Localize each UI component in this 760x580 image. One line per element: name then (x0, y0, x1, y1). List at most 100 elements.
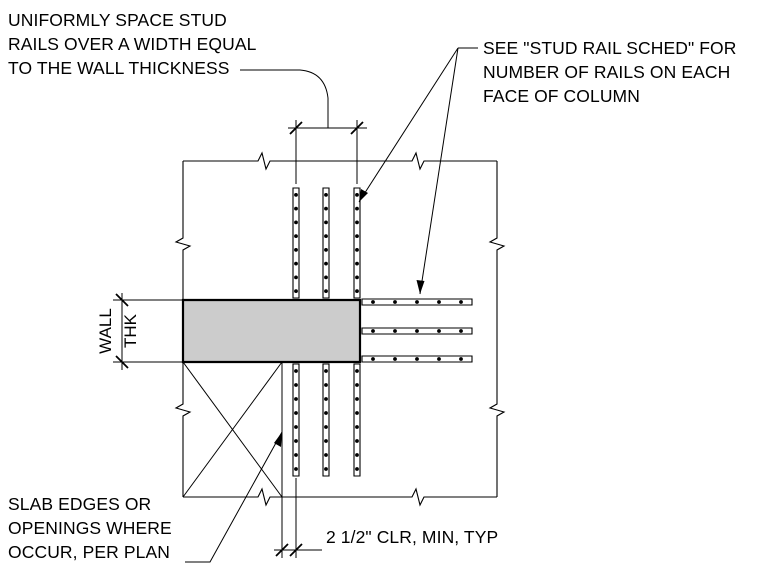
dimension-tick (116, 356, 128, 368)
stud-rail (293, 364, 299, 476)
wall-width-dimension (288, 120, 367, 184)
stud-rail (354, 364, 360, 476)
dimension-tick (116, 294, 128, 306)
stud (355, 453, 359, 457)
stud (294, 206, 298, 211)
stud (324, 383, 328, 387)
stud (324, 425, 328, 429)
slab-left-edge (176, 161, 190, 300)
note-line: NUMBER OF RAILS ON EACH (483, 62, 731, 82)
stud-rail (293, 188, 299, 298)
dimension-tick (351, 122, 363, 134)
opening-diagonal (183, 362, 282, 497)
stud (324, 261, 328, 266)
stud (324, 220, 328, 225)
note-uniform-rail-spacing: UNIFORMLY SPACE STUD RAILS OVER A WIDTH … (8, 8, 256, 80)
note-line: SLAB EDGES OR (8, 494, 152, 514)
stud (324, 247, 328, 252)
dimension-tick (290, 544, 302, 556)
note-line: FACE OF COLUMN (483, 86, 640, 106)
stud (355, 192, 359, 197)
stud (324, 206, 328, 211)
stud (437, 300, 441, 304)
leader-uniform-space (240, 70, 328, 128)
stud (355, 467, 359, 471)
stud (294, 453, 298, 457)
stud (355, 289, 359, 294)
thk-label: THK (121, 314, 140, 348)
stud (294, 275, 298, 280)
stud (355, 206, 359, 211)
wall-label: WALL (96, 308, 115, 354)
arrowheads (274, 189, 425, 447)
arrowhead (416, 280, 425, 294)
leaders (185, 48, 478, 562)
note-stud-rail-schedule: SEE "STUD RAIL SCHED" FOR NUMBER OF RAIL… (483, 36, 736, 108)
slab-right-edge (490, 161, 504, 497)
stud (294, 192, 298, 197)
stud (294, 411, 298, 415)
stud (294, 234, 298, 239)
slab-left-lower-edge (176, 362, 190, 497)
stud (324, 234, 328, 239)
stud (355, 369, 359, 373)
stud (371, 300, 375, 304)
stud (355, 411, 359, 415)
note-line: UNIFORMLY SPACE STUD (8, 10, 227, 30)
arrowhead (359, 189, 368, 202)
stud (294, 467, 298, 471)
stud (371, 357, 375, 361)
slab-opening (183, 362, 282, 497)
stud (355, 425, 359, 429)
stud (393, 329, 397, 333)
stud-rail (323, 188, 329, 298)
stud-rail (323, 364, 329, 476)
dimension-tick (290, 122, 302, 134)
stud (355, 275, 359, 280)
stud (355, 220, 359, 225)
arrowhead (274, 432, 282, 447)
stud (294, 220, 298, 225)
stud (324, 397, 328, 401)
note-line: OCCUR, PER PLAN (8, 542, 170, 562)
note-line: RAILS OVER A WIDTH EQUAL (8, 34, 257, 54)
stud (294, 439, 298, 443)
leader-stud-rail-sched (420, 48, 458, 294)
stud (324, 192, 328, 197)
stud (415, 357, 419, 361)
dimension-tick (276, 544, 288, 556)
stud (294, 383, 298, 387)
stud (294, 247, 298, 252)
stud (459, 329, 463, 333)
stud-rails (293, 188, 472, 476)
note-line: SEE "STUD RAIL SCHED" FOR (483, 38, 737, 58)
stud (437, 329, 441, 333)
clearance-dimension (274, 478, 322, 558)
stud (294, 289, 298, 294)
stud (393, 300, 397, 304)
slab-bottom-edge (183, 489, 497, 505)
stud (459, 300, 463, 304)
stud (415, 300, 419, 304)
leader-slab-edges (185, 432, 282, 562)
stud (324, 439, 328, 443)
stud (294, 369, 298, 373)
stud (459, 357, 463, 361)
stud (415, 329, 419, 333)
stud (324, 275, 328, 280)
slab-boundary (176, 153, 504, 505)
stud (355, 261, 359, 266)
stud (355, 383, 359, 387)
note-line: OPENINGS WHERE (8, 518, 172, 538)
stud (324, 289, 328, 294)
stud (294, 425, 298, 429)
wall (183, 300, 360, 362)
note-line: TO THE WALL THICKNESS (8, 58, 230, 78)
stud (324, 467, 328, 471)
stud (355, 247, 359, 252)
stud-rail (354, 188, 360, 298)
stud (324, 453, 328, 457)
stud (324, 369, 328, 373)
note-clearance: 2 1/2" CLR, MIN, TYP (326, 527, 499, 547)
